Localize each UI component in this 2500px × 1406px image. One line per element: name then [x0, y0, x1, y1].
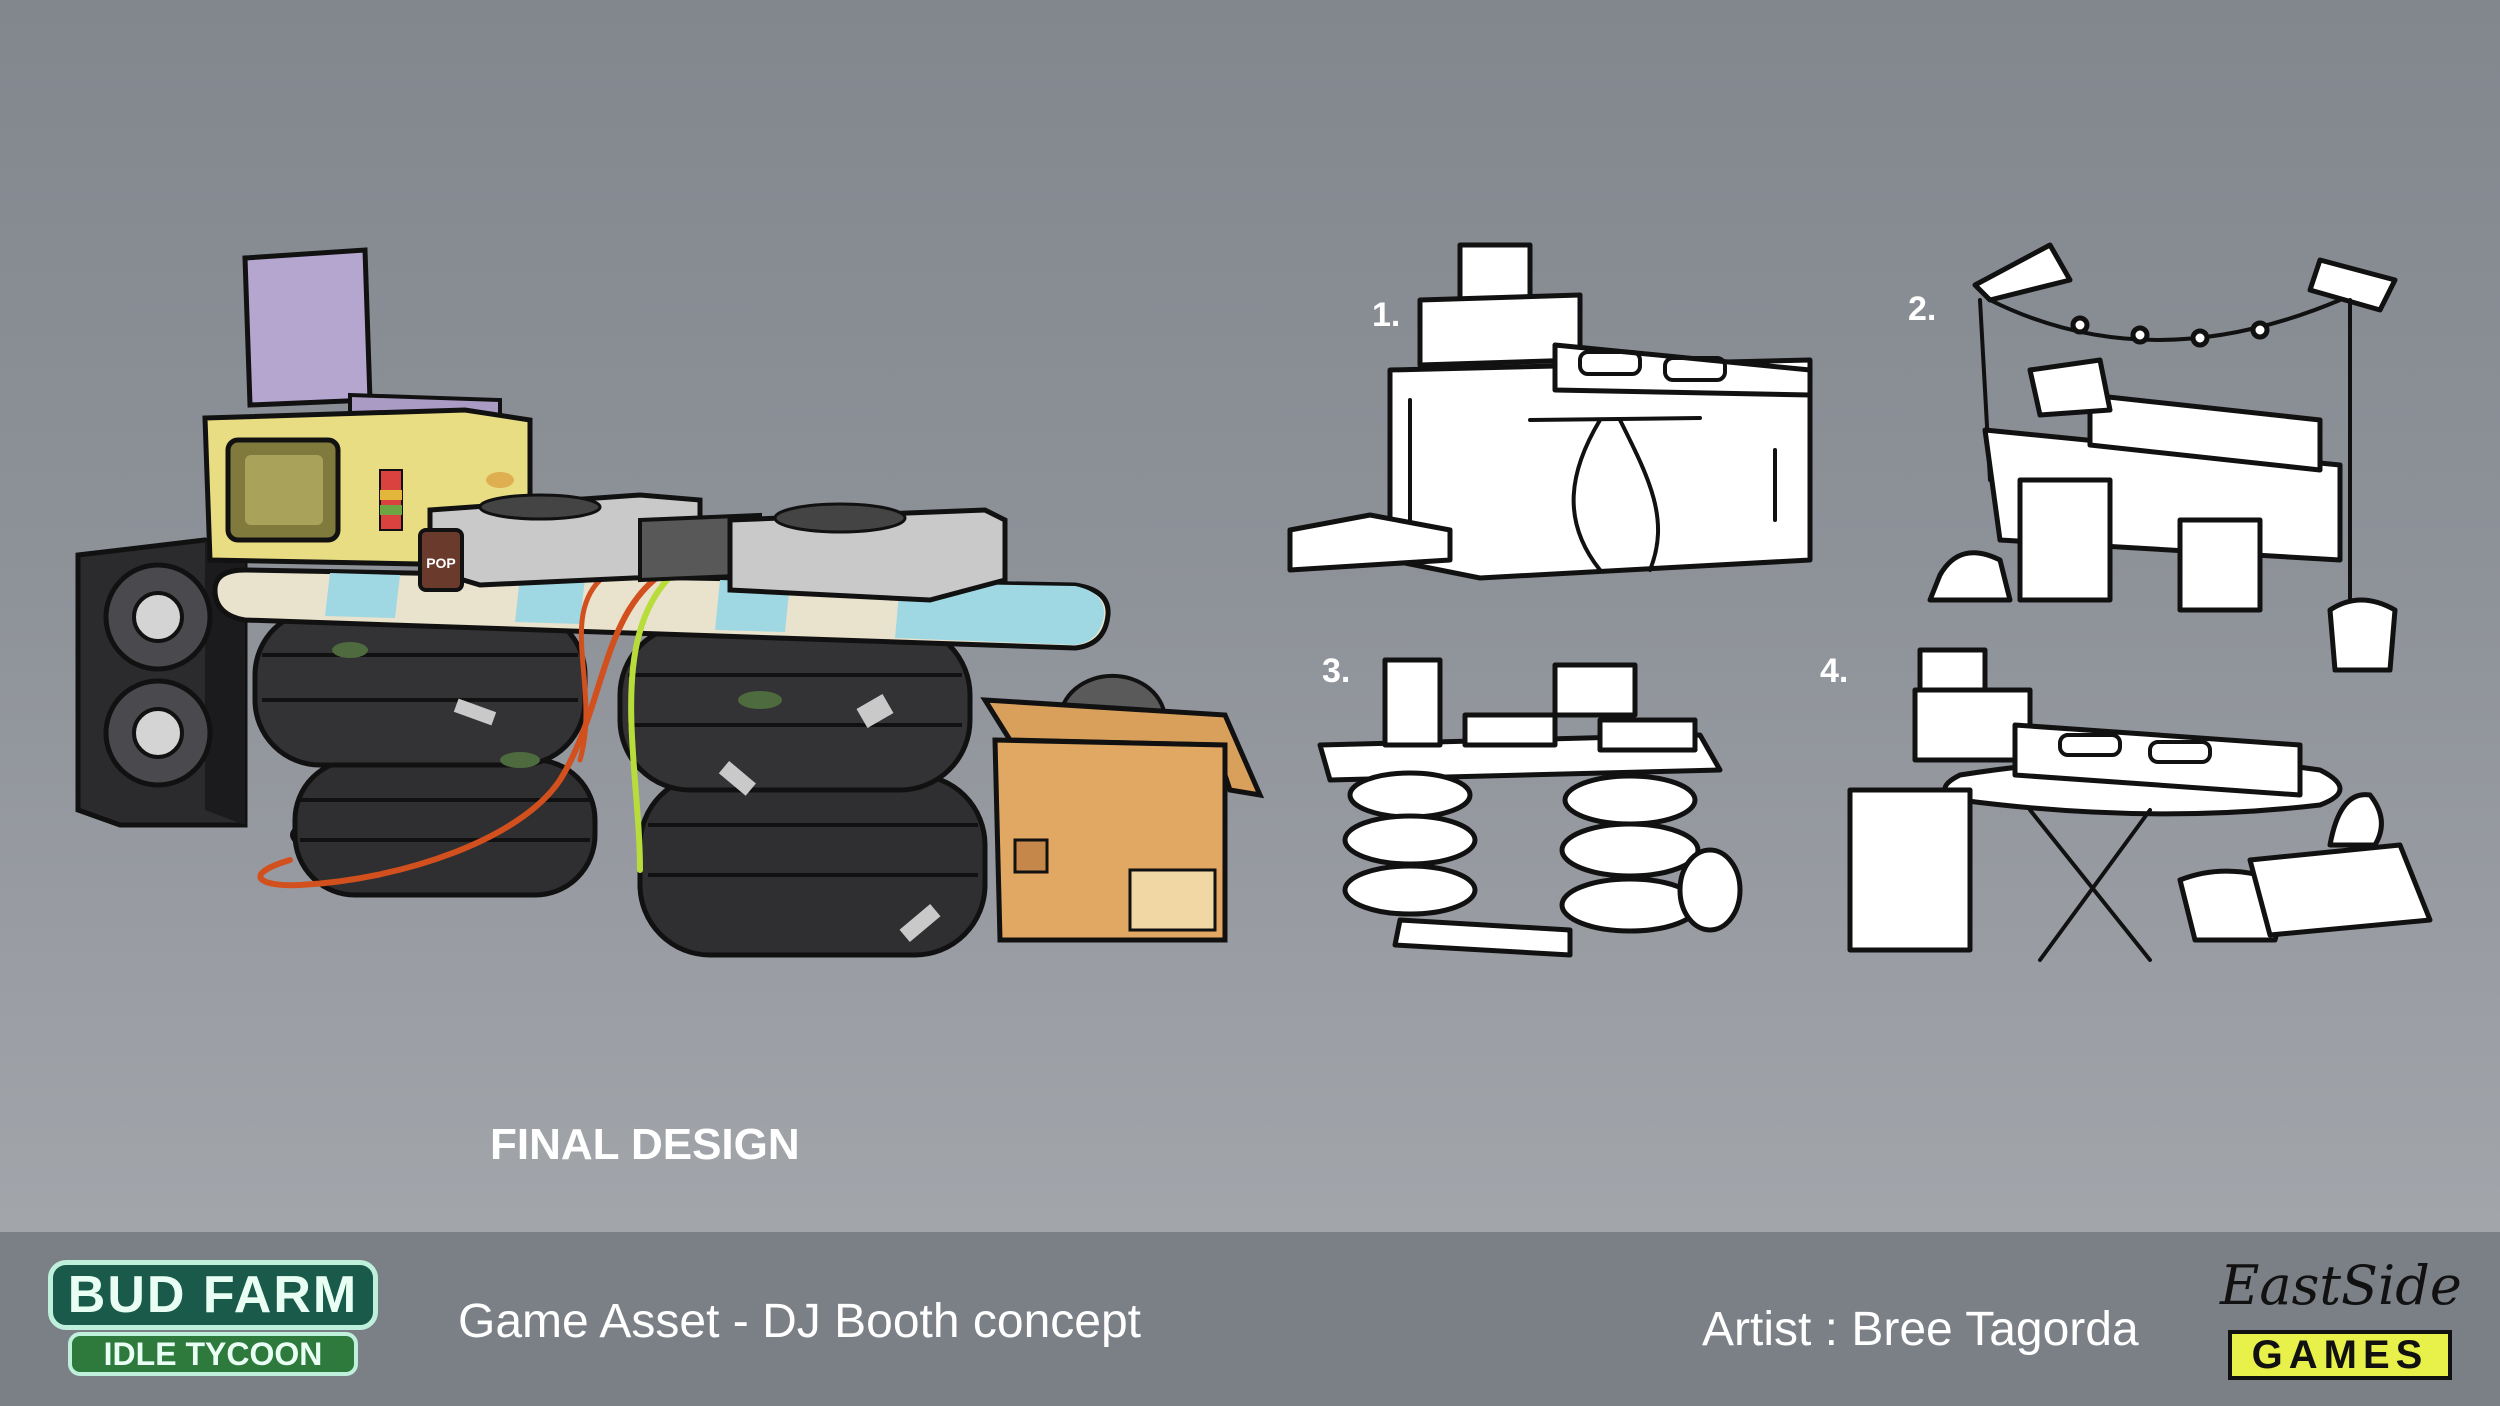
sketch-2-illustration	[1927, 242, 2398, 673]
sketch-number-2: 2.	[1908, 290, 1937, 328]
final-design-label: FINAL DESIGN	[490, 1120, 800, 1169]
microwave-illustration	[202, 247, 533, 568]
cables	[257, 557, 693, 889]
budfarm-logo-line2: IDLE TYCOON	[68, 1332, 358, 1376]
eastside-logo-line1: EastSide	[2220, 1254, 2462, 1317]
tire-stacks	[252, 607, 988, 958]
artist-credit: Artist : Bree Tagorda	[1702, 1303, 2139, 1356]
sketch-number-4: 4.	[1820, 652, 1849, 690]
cardboard-box-illustration	[980, 673, 1265, 943]
artboard: POP FINAL DESIGN 1. 2.	[0, 0, 2500, 1232]
eastside-games-logo: EastSide GAMES	[2220, 1254, 2462, 1384]
eastside-logo-line2: GAMES	[2228, 1330, 2452, 1380]
final-dj-booth-illustration: POP	[75, 247, 1265, 958]
sketch-number-1: 1.	[1372, 296, 1401, 334]
sketch-1-illustration	[1287, 242, 1813, 581]
budfarm-logo: BUD FARM IDLE TYCOON	[48, 1260, 378, 1380]
sketch-4-illustration	[1847, 647, 2433, 962]
pop-can-label: POP	[426, 555, 456, 571]
footer-bar: BUD FARM IDLE TYCOON Game Asset - DJ Boo…	[0, 1232, 2500, 1406]
sketch-number-3: 3.	[1322, 652, 1351, 690]
turntables-illustration	[427, 492, 1008, 603]
pop-can: POP	[418, 528, 464, 592]
speaker-illustration	[75, 537, 248, 828]
asset-title: Game Asset - DJ Booth concept	[458, 1295, 1141, 1348]
budfarm-logo-line1: BUD FARM	[48, 1260, 378, 1330]
sketch-3-illustration	[1317, 657, 1743, 958]
